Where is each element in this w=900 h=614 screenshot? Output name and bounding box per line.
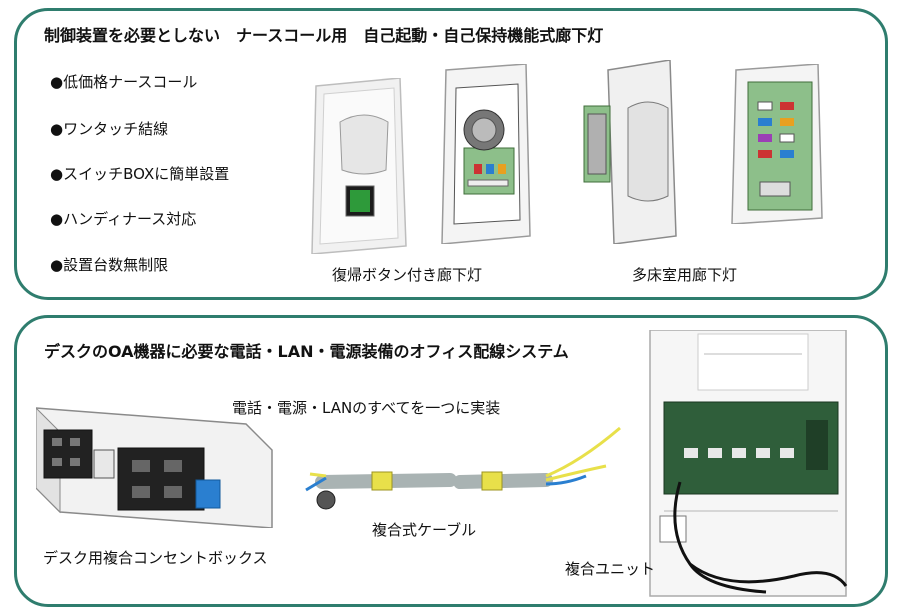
caption-reset-button-light: 復帰ボタン付き廊下灯: [332, 266, 483, 284]
multi-bed-light-side-image: [583, 60, 677, 244]
multi-bed-light-back-image: [731, 64, 823, 224]
office-wiring-subtitle: 電話・電源・LANのすべてを一つに実装: [232, 399, 501, 417]
corridor-light-front-image: [311, 78, 407, 254]
feature-switch-box-install: ●スイッチBOXに簡単設置: [50, 165, 230, 183]
office-wiring-title: デスクのOA機器に必要な電話・LAN・電源装備のオフィス配線システム: [44, 342, 569, 361]
caption-composite-cable: 複合式ケーブル: [372, 521, 477, 539]
feature-handy-nurse: ●ハンディナース対応: [50, 210, 197, 228]
feature-unlimited-units: ●設置台数無制限: [50, 256, 169, 274]
caption-outlet-box: デスク用複合コンセントボックス: [43, 549, 268, 567]
feature-one-touch-wiring: ●ワンタッチ結線: [50, 120, 169, 138]
desk-outlet-box-image: [36, 407, 273, 528]
corridor-light-back-image: [441, 64, 531, 244]
feature-low-price: ●低価格ナースコール: [50, 73, 198, 91]
composite-unit-image: [649, 330, 848, 597]
nurse-call-title: 制御装置を必要としない ナースコール用 自己起動・自己保持機能式廊下灯: [44, 26, 604, 45]
caption-multi-bed-light: 多床室用廊下灯: [632, 266, 738, 284]
composite-cable-image: [305, 426, 621, 510]
caption-composite-unit: 複合ユニット: [565, 560, 656, 578]
